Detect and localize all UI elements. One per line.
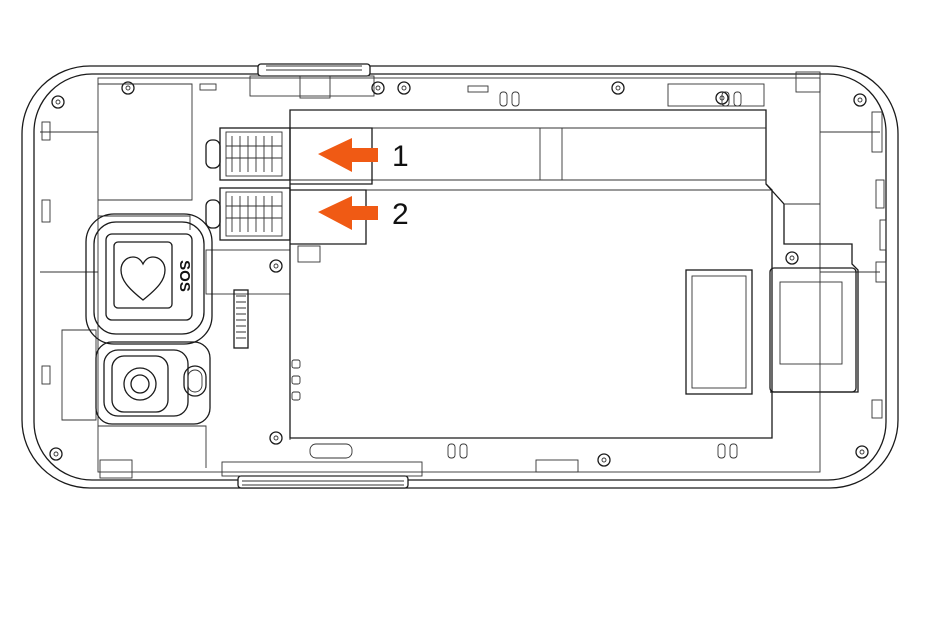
- slot-label-1: 1: [392, 140, 409, 173]
- screw-hole-icon: [786, 252, 798, 264]
- top-connector: [250, 64, 374, 98]
- screw-hole-icon: [52, 96, 64, 108]
- sos-label: SOS: [176, 260, 193, 292]
- insert-arrow-2: [318, 196, 378, 230]
- clips: [100, 72, 820, 478]
- insert-arrow-1: [318, 138, 378, 172]
- bottom-connector: [222, 444, 422, 488]
- screw-hole-icon: [598, 454, 610, 466]
- screw-holes: [50, 82, 868, 466]
- screw-hole-icon: [270, 260, 282, 272]
- screw-hole-icon: [856, 446, 868, 458]
- sim-card-tray-2: [206, 188, 366, 262]
- camera-module: [96, 342, 210, 424]
- screw-hole-icon: [612, 82, 624, 94]
- sos-button: SOS: [86, 214, 212, 344]
- screw-hole-icon: [270, 432, 282, 444]
- camera-lens-icon: [112, 356, 168, 412]
- flash: [184, 366, 206, 396]
- screw-hole-icon: [854, 94, 866, 106]
- screw-hole-icon: [398, 82, 410, 94]
- slot-label-2: 2: [392, 198, 409, 231]
- heart-icon: [121, 257, 165, 300]
- screw-hole-icon: [50, 448, 62, 460]
